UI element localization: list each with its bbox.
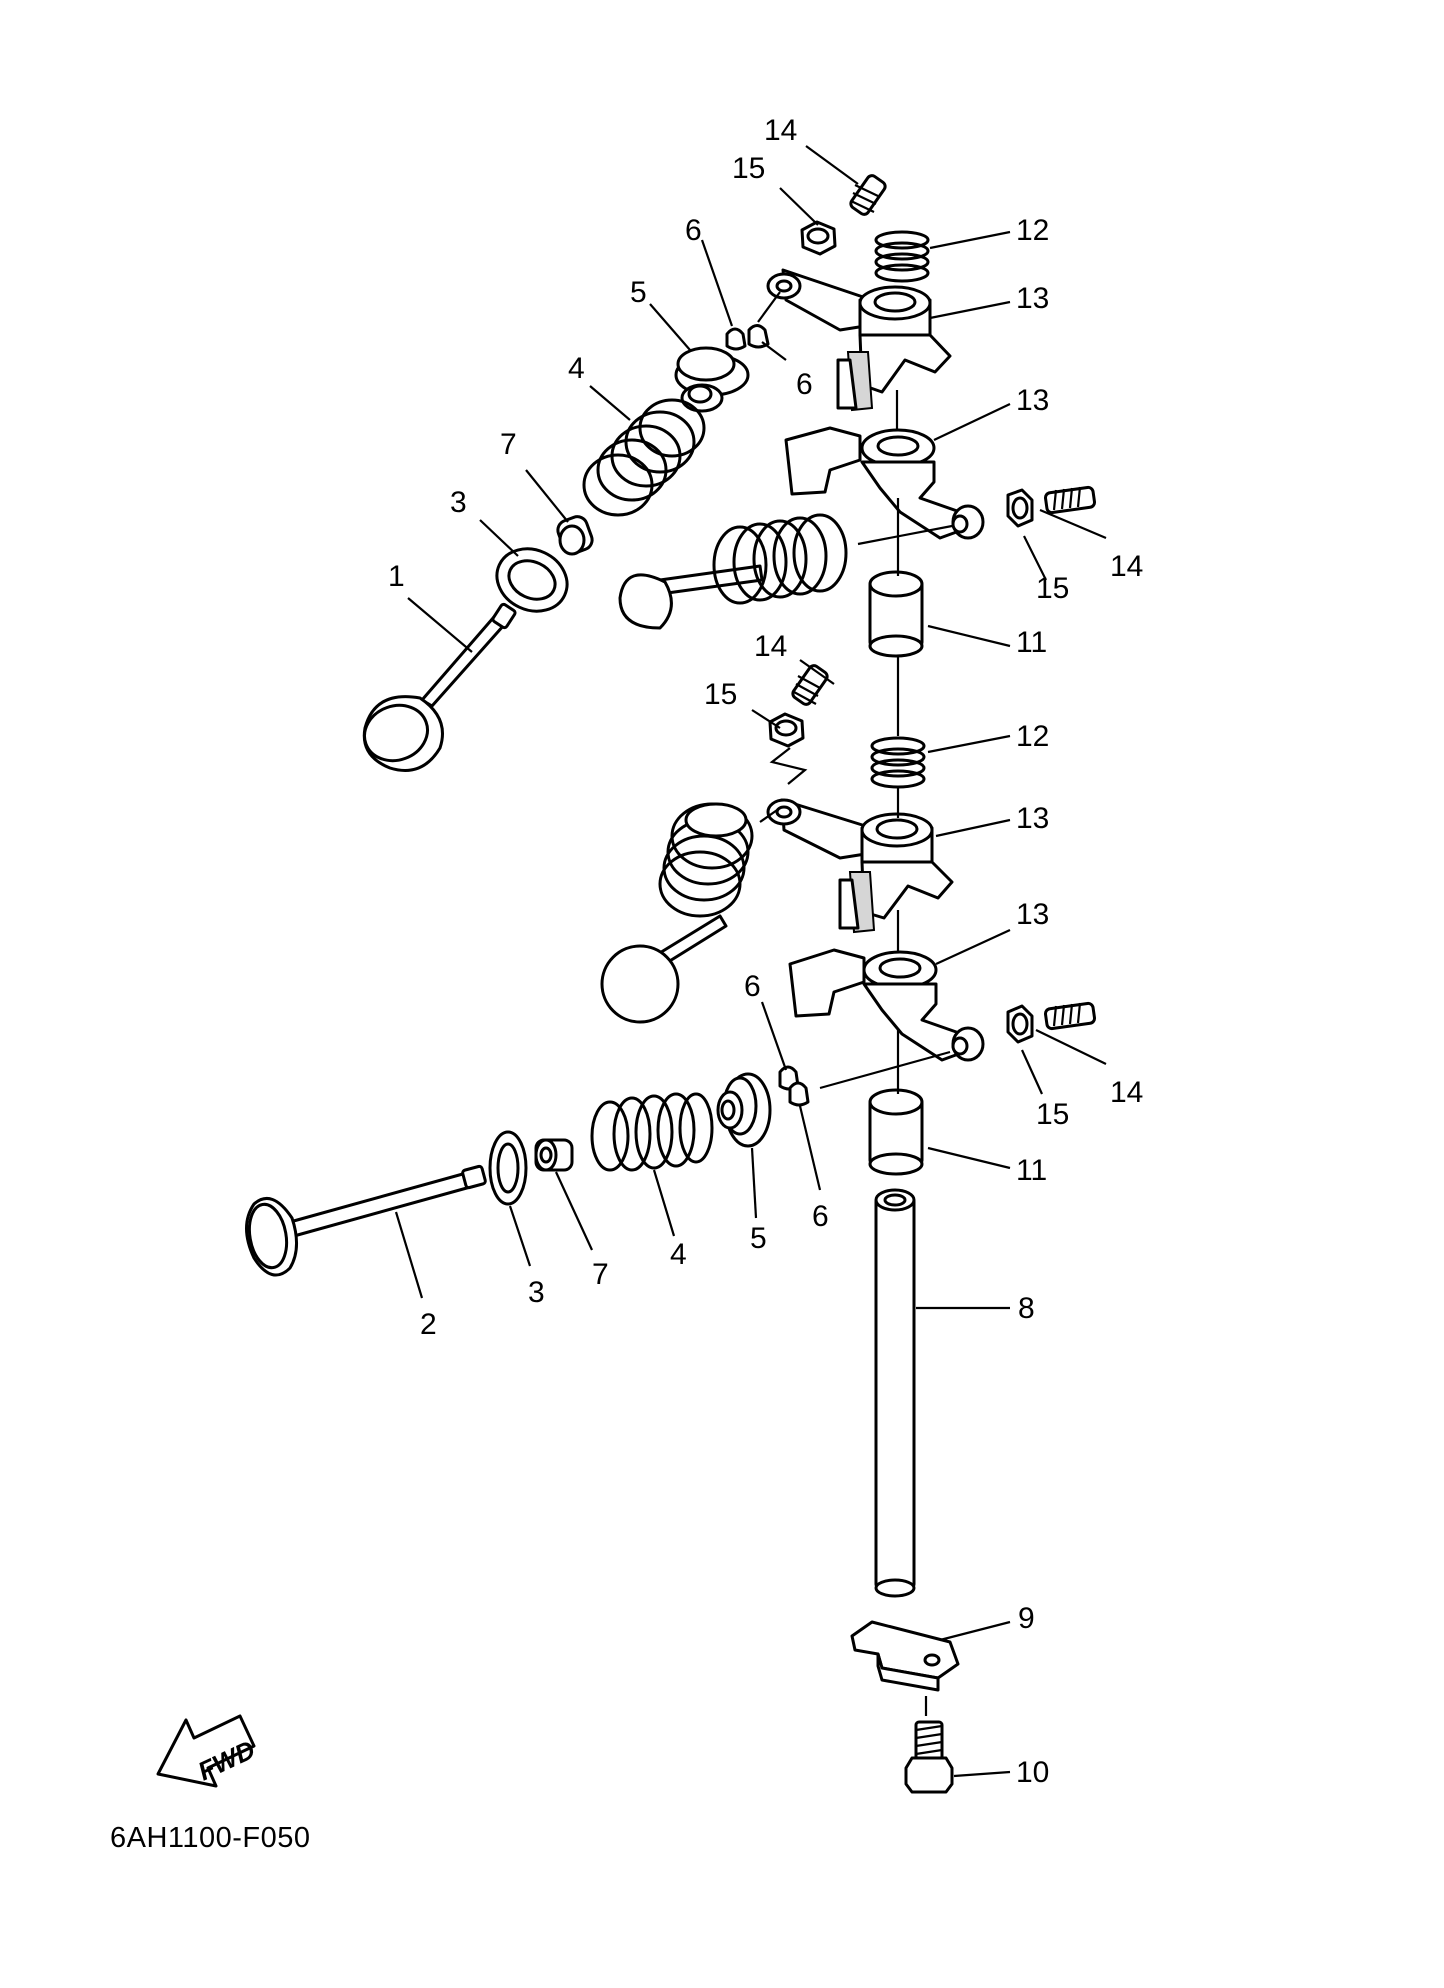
- label-5-upper: 5: [630, 276, 647, 309]
- rocker-spring-middle: [870, 736, 926, 789]
- spring-seat-lower: [488, 1130, 528, 1206]
- adjusting-screw-right-lower: [1043, 1001, 1097, 1031]
- label-13-a: 13: [1016, 282, 1049, 315]
- diagram-code: 6AH1100-F050: [110, 1822, 311, 1854]
- adjusting-screw-middle: [791, 664, 829, 706]
- label-7-upper: 7: [500, 428, 517, 461]
- push-rod: [874, 1188, 916, 1598]
- adjusting-screw-right-upper: [1043, 485, 1097, 515]
- label-11-upper: 11: [1016, 626, 1047, 659]
- valve-stem-seal-upper: [556, 515, 594, 556]
- label-3-lower: 3: [528, 1276, 545, 1309]
- label-11-lower: 11: [1016, 1154, 1047, 1187]
- alignment-lines: [757, 291, 953, 1716]
- exhaust-valve: [245, 1164, 487, 1277]
- spring-retainer-lower: [716, 1072, 772, 1148]
- label-6-upper-b: 6: [796, 368, 813, 401]
- label-5-lower: 5: [750, 1222, 767, 1255]
- label-15-middle: 15: [704, 678, 737, 711]
- part-number-labels: 14 15 6 12 13 5 6 4 13 7 3 14 1 15 11 14…: [388, 114, 1143, 1789]
- valve-cotter-lower: [778, 1065, 810, 1107]
- label-12-middle: 12: [1016, 720, 1049, 753]
- valve-spring-lower: [590, 1092, 714, 1172]
- label-3-upper: 3: [450, 486, 467, 519]
- pivot-upper: [868, 570, 924, 658]
- label-8: 8: [1018, 1292, 1035, 1325]
- valve-spring-upper: [582, 398, 706, 517]
- label-6-lower-b: 6: [812, 1200, 829, 1233]
- label-4-lower: 4: [670, 1238, 687, 1271]
- forward-direction-arrow: FWD: [156, 1714, 260, 1788]
- label-14-right-lower: 14: [1110, 1076, 1143, 1109]
- label-15-top: 15: [732, 152, 765, 185]
- rocker-spring-top: [874, 230, 930, 283]
- valve-stem-seal-lower: [534, 1138, 574, 1172]
- label-2: 2: [420, 1308, 437, 1341]
- rocker-arm-bottom-upper: [784, 426, 985, 540]
- valve-spring-assembly-middle: [600, 802, 754, 1024]
- label-1: 1: [388, 560, 405, 593]
- label-6-upper-a: 6: [685, 214, 702, 247]
- locknut-middle: [768, 712, 805, 748]
- spring-seat-upper: [495, 547, 569, 613]
- label-9: 9: [1018, 1602, 1035, 1635]
- label-12-top: 12: [1016, 214, 1049, 247]
- label-6-lower-a: 6: [744, 970, 761, 1003]
- label-13-c: 13: [1016, 802, 1049, 835]
- locknut-right-lower: [1006, 1004, 1034, 1044]
- label-14-top: 14: [764, 114, 797, 147]
- guide-plate: [850, 1620, 960, 1692]
- label-14-right-upper: 14: [1110, 550, 1143, 583]
- label-15-right-lower: 15: [1036, 1098, 1069, 1131]
- pivot-lower: [868, 1088, 924, 1176]
- intake-valve: [362, 602, 517, 772]
- locknut-right-upper: [1006, 488, 1034, 528]
- label-4-upper: 4: [568, 352, 585, 385]
- bolt: [904, 1720, 954, 1794]
- label-13-d: 13: [1016, 898, 1049, 931]
- exhaust-valve-assembly-upper: [618, 513, 848, 630]
- rocker-arm-bottom-lower: [788, 948, 985, 1062]
- label-15-right-upper: 15: [1036, 572, 1069, 605]
- rocker-arm-top-upper: [766, 268, 952, 412]
- rocker-arm-top-lower: [766, 798, 954, 934]
- leader-lines: [394, 145, 1107, 1778]
- locknut-top: [800, 220, 837, 256]
- valve-cotter-upper: [725, 324, 770, 351]
- label-14-middle: 14: [754, 630, 787, 663]
- label-10: 10: [1016, 1756, 1049, 1789]
- label-7-lower: 7: [592, 1258, 609, 1291]
- label-13-b: 13: [1016, 384, 1049, 417]
- adjusting-screw-top: [849, 174, 887, 216]
